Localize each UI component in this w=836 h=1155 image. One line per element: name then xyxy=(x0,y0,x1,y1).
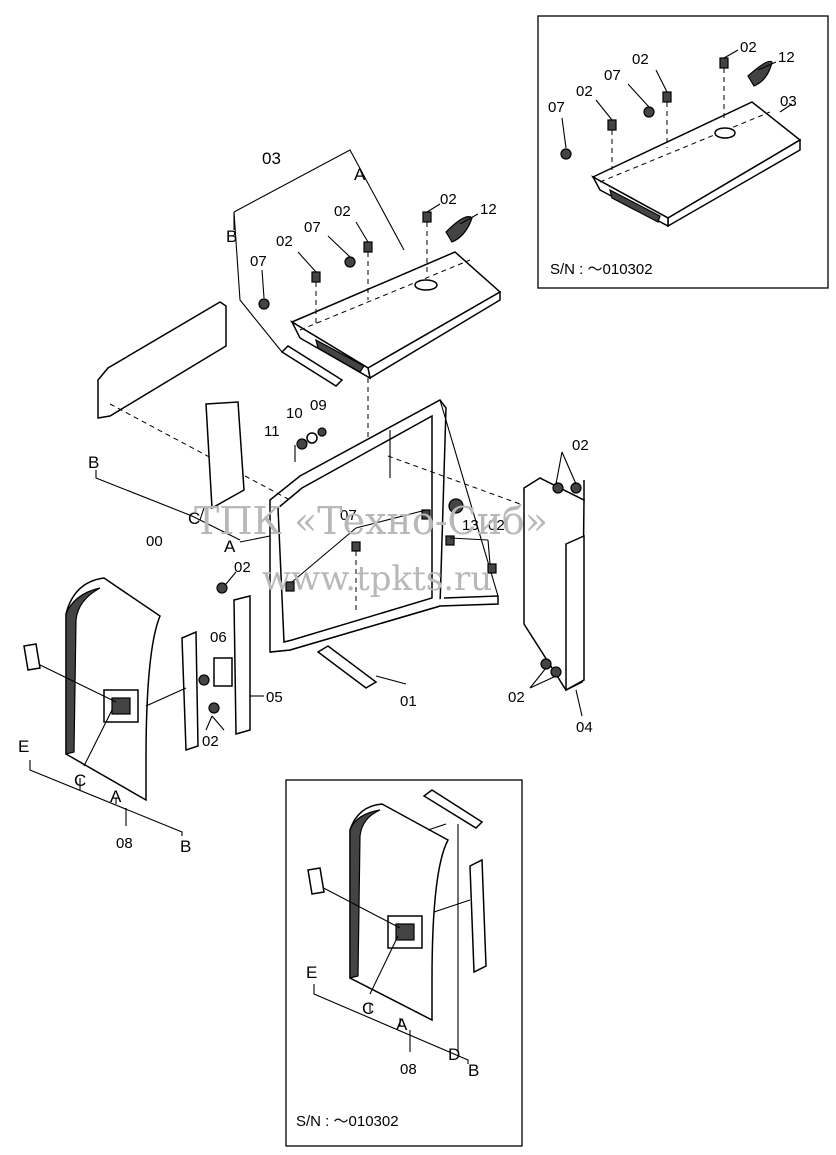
inset-top-label-07-b: 07 xyxy=(548,99,565,116)
label-c-left: C xyxy=(188,509,200,528)
label-03: 03 xyxy=(262,149,281,168)
label-11: 11 xyxy=(264,423,280,440)
side-panel-left xyxy=(97,301,227,419)
label-06: 06 xyxy=(210,629,227,646)
label-02-f: 02 xyxy=(508,689,525,706)
label-02-e: 02 xyxy=(572,437,589,454)
inset-bolt xyxy=(719,57,729,69)
inset-top-label-12: 12 xyxy=(778,49,795,66)
main-assembly: 03 A B 02 12 02 07 02 07 11 10 09 B C 00… xyxy=(18,149,593,856)
label-a-top: A xyxy=(354,165,366,184)
label-02-g: 02 xyxy=(234,559,251,576)
bottom-plate-01 xyxy=(316,645,378,689)
label-b-top: B xyxy=(226,227,237,246)
inset-top-label-07-a: 07 xyxy=(604,67,621,84)
side-plate-small xyxy=(205,401,245,510)
label-02-b: 02 xyxy=(334,203,351,220)
watermark-url: www.tpkts.ru xyxy=(262,559,492,599)
inset-side-strip xyxy=(469,858,487,974)
label-00: 00 xyxy=(146,533,163,550)
inset-top-label-02-c: 02 xyxy=(576,83,593,100)
label-09: 09 xyxy=(310,397,327,414)
door-strip-b xyxy=(181,630,199,752)
inset-door xyxy=(349,803,450,1022)
inset-bottom-label-c: C xyxy=(362,999,374,1018)
top-cover-strip xyxy=(280,345,344,387)
inset-bottom-label-b: B xyxy=(468,1061,479,1080)
knob-12 xyxy=(445,216,473,243)
label-13: 13 xyxy=(462,517,479,534)
label-02-d: 02 xyxy=(488,517,505,534)
label-a-left: A xyxy=(224,537,236,556)
door-08 xyxy=(65,577,161,802)
label-e: E xyxy=(18,737,29,756)
inset-bottom: E C A D B 08 S/N : ～010302 xyxy=(285,779,523,1147)
watermark-company: ТПК «Техно-Сиб» xyxy=(194,499,548,543)
watermark: ТПК «Техно-Сиб» www.tpkts.ru xyxy=(194,499,548,599)
inset-bottom-label-e: E xyxy=(306,963,317,982)
label-04: 04 xyxy=(576,719,593,736)
inset-knob-12 xyxy=(747,60,773,87)
label-a-door: A xyxy=(110,787,122,806)
label-07-c: 07 xyxy=(340,507,357,524)
inset-frame xyxy=(537,15,829,289)
inset-bottom-frame xyxy=(285,779,523,1147)
inset-bottom-label-08: 08 xyxy=(400,1061,417,1078)
bracket-05 xyxy=(233,595,251,735)
inset-top-strip xyxy=(422,789,484,829)
label-b-door: B xyxy=(180,837,191,856)
label-08: 08 xyxy=(116,835,133,852)
inset-bottom-label-a: A xyxy=(396,1015,408,1034)
inset-top-label-02-b: 02 xyxy=(632,51,649,68)
label-01: 01 xyxy=(400,693,417,710)
label-12: 12 xyxy=(480,201,497,218)
label-02-a: 02 xyxy=(440,191,457,208)
door-hinge-e xyxy=(23,643,41,671)
inset-top-serial-number: S/N : ～010302 xyxy=(550,261,653,278)
label-07-b: 07 xyxy=(250,253,267,270)
label-07-a: 07 xyxy=(304,219,321,236)
label-02-h: 02 xyxy=(202,733,219,750)
inset-top-right: 02 12 02 07 03 02 07 S/N : ～010302 xyxy=(537,15,829,289)
label-05: 05 xyxy=(266,689,283,706)
label-02-c: 02 xyxy=(276,233,293,250)
inset-top-label-03: 03 xyxy=(780,93,797,110)
label-b-left: B xyxy=(88,453,99,472)
inset-hinge xyxy=(307,867,325,895)
inset-top-label-02-a: 02 xyxy=(740,39,757,56)
inset-bottom-label-d: D xyxy=(448,1045,460,1064)
label-c-door: C xyxy=(74,771,86,790)
inset-bottom-serial-number: S/N : ～010302 xyxy=(296,1113,399,1130)
label-10: 10 xyxy=(286,405,303,422)
